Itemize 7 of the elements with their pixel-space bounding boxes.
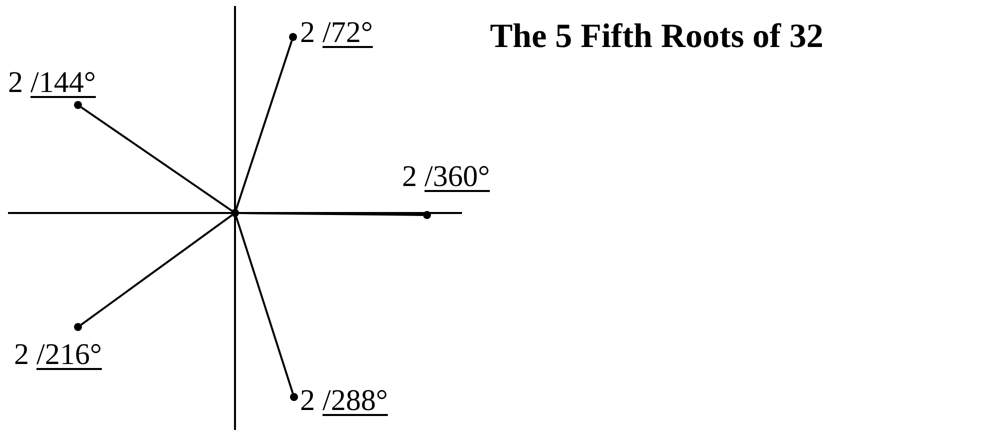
diagram-title: The 5 Fifth Roots of 32: [490, 18, 824, 56]
origin-point: [231, 209, 239, 217]
polar-form-label: 2 /72°: [300, 16, 373, 50]
polar-form-label: 2 /144°: [8, 66, 96, 100]
polar-form-label: 2 /216°: [14, 338, 102, 372]
polar-form-label: 2 /360°: [402, 160, 490, 194]
polar-form-label: 2 /288°: [300, 384, 388, 418]
